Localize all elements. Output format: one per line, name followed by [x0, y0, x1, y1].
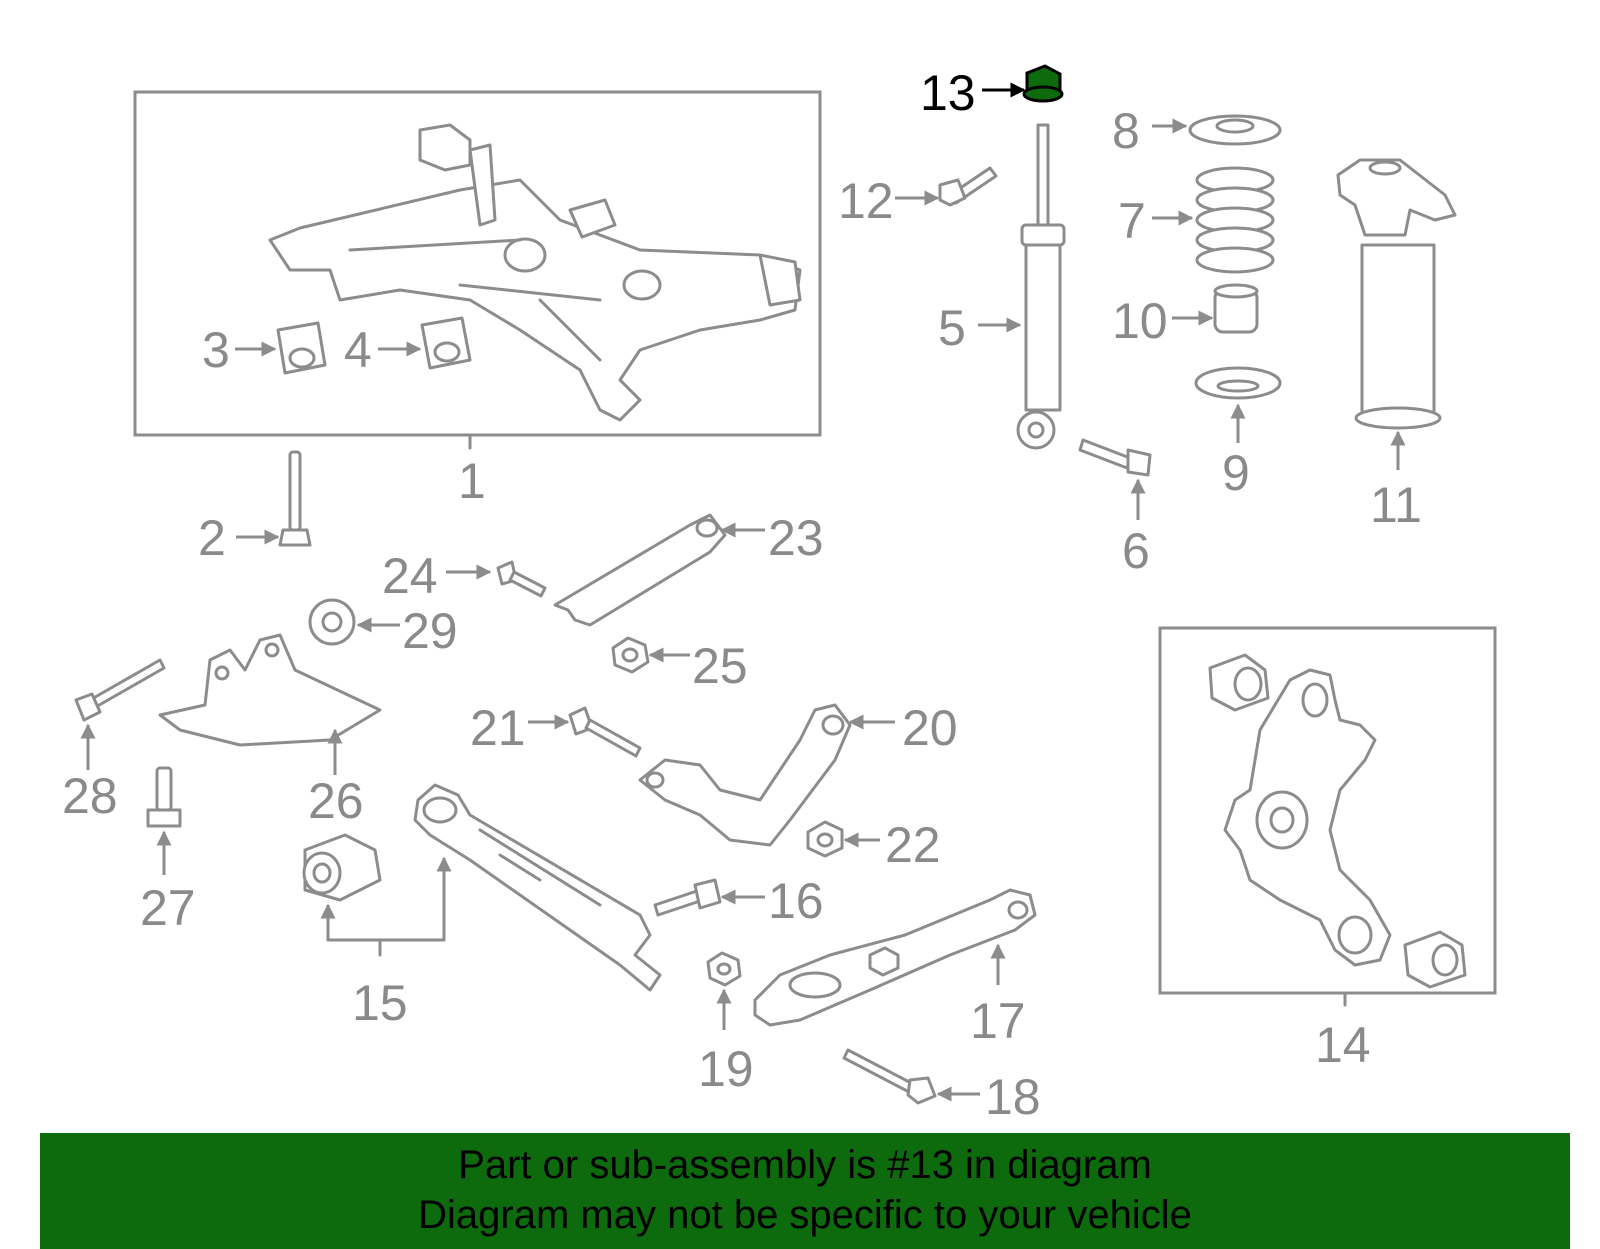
dust-boot-11[interactable] — [1336, 158, 1457, 430]
callout-25[interactable]: 25 — [692, 638, 748, 694]
bolt-21[interactable] — [568, 706, 642, 758]
bolt-18[interactable] — [842, 1048, 937, 1105]
knuckle-bushing-lower[interactable] — [1403, 930, 1467, 989]
nut-19[interactable] — [706, 951, 742, 987]
banner-disclaimer: Diagram may not be specific to your vehi… — [418, 1193, 1192, 1237]
callout-27[interactable]: 27 — [140, 880, 196, 936]
banner-part-note: Part or sub-assembly is #13 in diagram — [458, 1143, 1152, 1187]
knuckle-bushing-upper[interactable] — [1208, 653, 1270, 712]
bolt-28[interactable] — [74, 658, 166, 722]
callout-24[interactable]: 24 — [382, 548, 438, 604]
bolt-24[interactable] — [496, 560, 547, 598]
spring-seat-8[interactable] — [1188, 114, 1282, 146]
bushing-4[interactable] — [420, 316, 472, 370]
insulator-9[interactable] — [1194, 366, 1282, 400]
callout-11[interactable]: 11 — [1370, 477, 1422, 533]
bolt-16[interactable] — [653, 878, 722, 917]
knuckle-part[interactable] — [1223, 668, 1392, 967]
callout-4[interactable]: 4 — [344, 322, 372, 378]
link-23[interactable] — [553, 513, 727, 627]
arm-20[interactable] — [638, 703, 852, 847]
callout-17[interactable]: 17 — [970, 993, 1026, 1049]
callout-10[interactable]: 10 — [1112, 293, 1168, 349]
bump-stop-10[interactable] — [1213, 283, 1259, 334]
callout-15[interactable]: 15 — [352, 975, 408, 1031]
callout-19[interactable]: 19 — [698, 1041, 754, 1097]
lower-arm-15[interactable] — [413, 783, 662, 992]
bolt-12[interactable] — [938, 166, 998, 207]
callout-28[interactable]: 28 — [62, 768, 118, 824]
callout-12[interactable]: 12 — [838, 173, 894, 229]
callout-26[interactable]: 26 — [308, 773, 364, 829]
lower-control-arm-17[interactable] — [753, 888, 1037, 1027]
nut-13-highlighted[interactable] — [1022, 64, 1064, 103]
bolt-6[interactable] — [1078, 438, 1152, 477]
callout-21[interactable]: 21 — [470, 700, 526, 756]
callout-2[interactable]: 2 — [198, 510, 226, 566]
bushing-15[interactable] — [302, 833, 382, 902]
nut-25[interactable] — [611, 636, 650, 674]
coil-spring-7[interactable] — [1195, 166, 1275, 274]
bolt-27[interactable] — [146, 766, 182, 828]
callout-20[interactable]: 20 — [902, 700, 958, 756]
callout-9[interactable]: 9 — [1222, 445, 1250, 501]
callout-8[interactable]: 8 — [1112, 103, 1140, 159]
info-banner: Part or sub-assembly is #13 in diagram D… — [40, 1133, 1570, 1249]
callout-6[interactable]: 6 — [1122, 523, 1150, 579]
bracket-26[interactable] — [158, 633, 382, 747]
callout-14[interactable]: 14 — [1315, 1017, 1371, 1073]
callout-22[interactable]: 22 — [885, 817, 941, 873]
callout-23[interactable]: 23 — [768, 510, 824, 566]
nut-22[interactable] — [806, 820, 844, 858]
bolt-2[interactable] — [278, 450, 312, 547]
bushing-3[interactable] — [276, 321, 327, 375]
parts-diagram: 1 2 3 4 5 6 7 8 9 10 11 12 13 14 15 16 1… — [62, 64, 1497, 1125]
callout-16[interactable]: 16 — [768, 873, 824, 929]
callout-7[interactable]: 7 — [1118, 193, 1146, 249]
callout-13-highlighted[interactable]: 13 — [920, 65, 976, 121]
callout-29[interactable]: 29 — [402, 603, 458, 659]
callout-5[interactable]: 5 — [938, 300, 966, 356]
callout-1[interactable]: 1 — [458, 453, 486, 509]
subframe-part[interactable] — [268, 123, 802, 422]
bushing-29[interactable] — [308, 598, 356, 646]
callout-18[interactable]: 18 — [985, 1069, 1041, 1125]
callout-3[interactable]: 3 — [202, 322, 230, 378]
shock-absorber[interactable] — [1016, 123, 1066, 450]
